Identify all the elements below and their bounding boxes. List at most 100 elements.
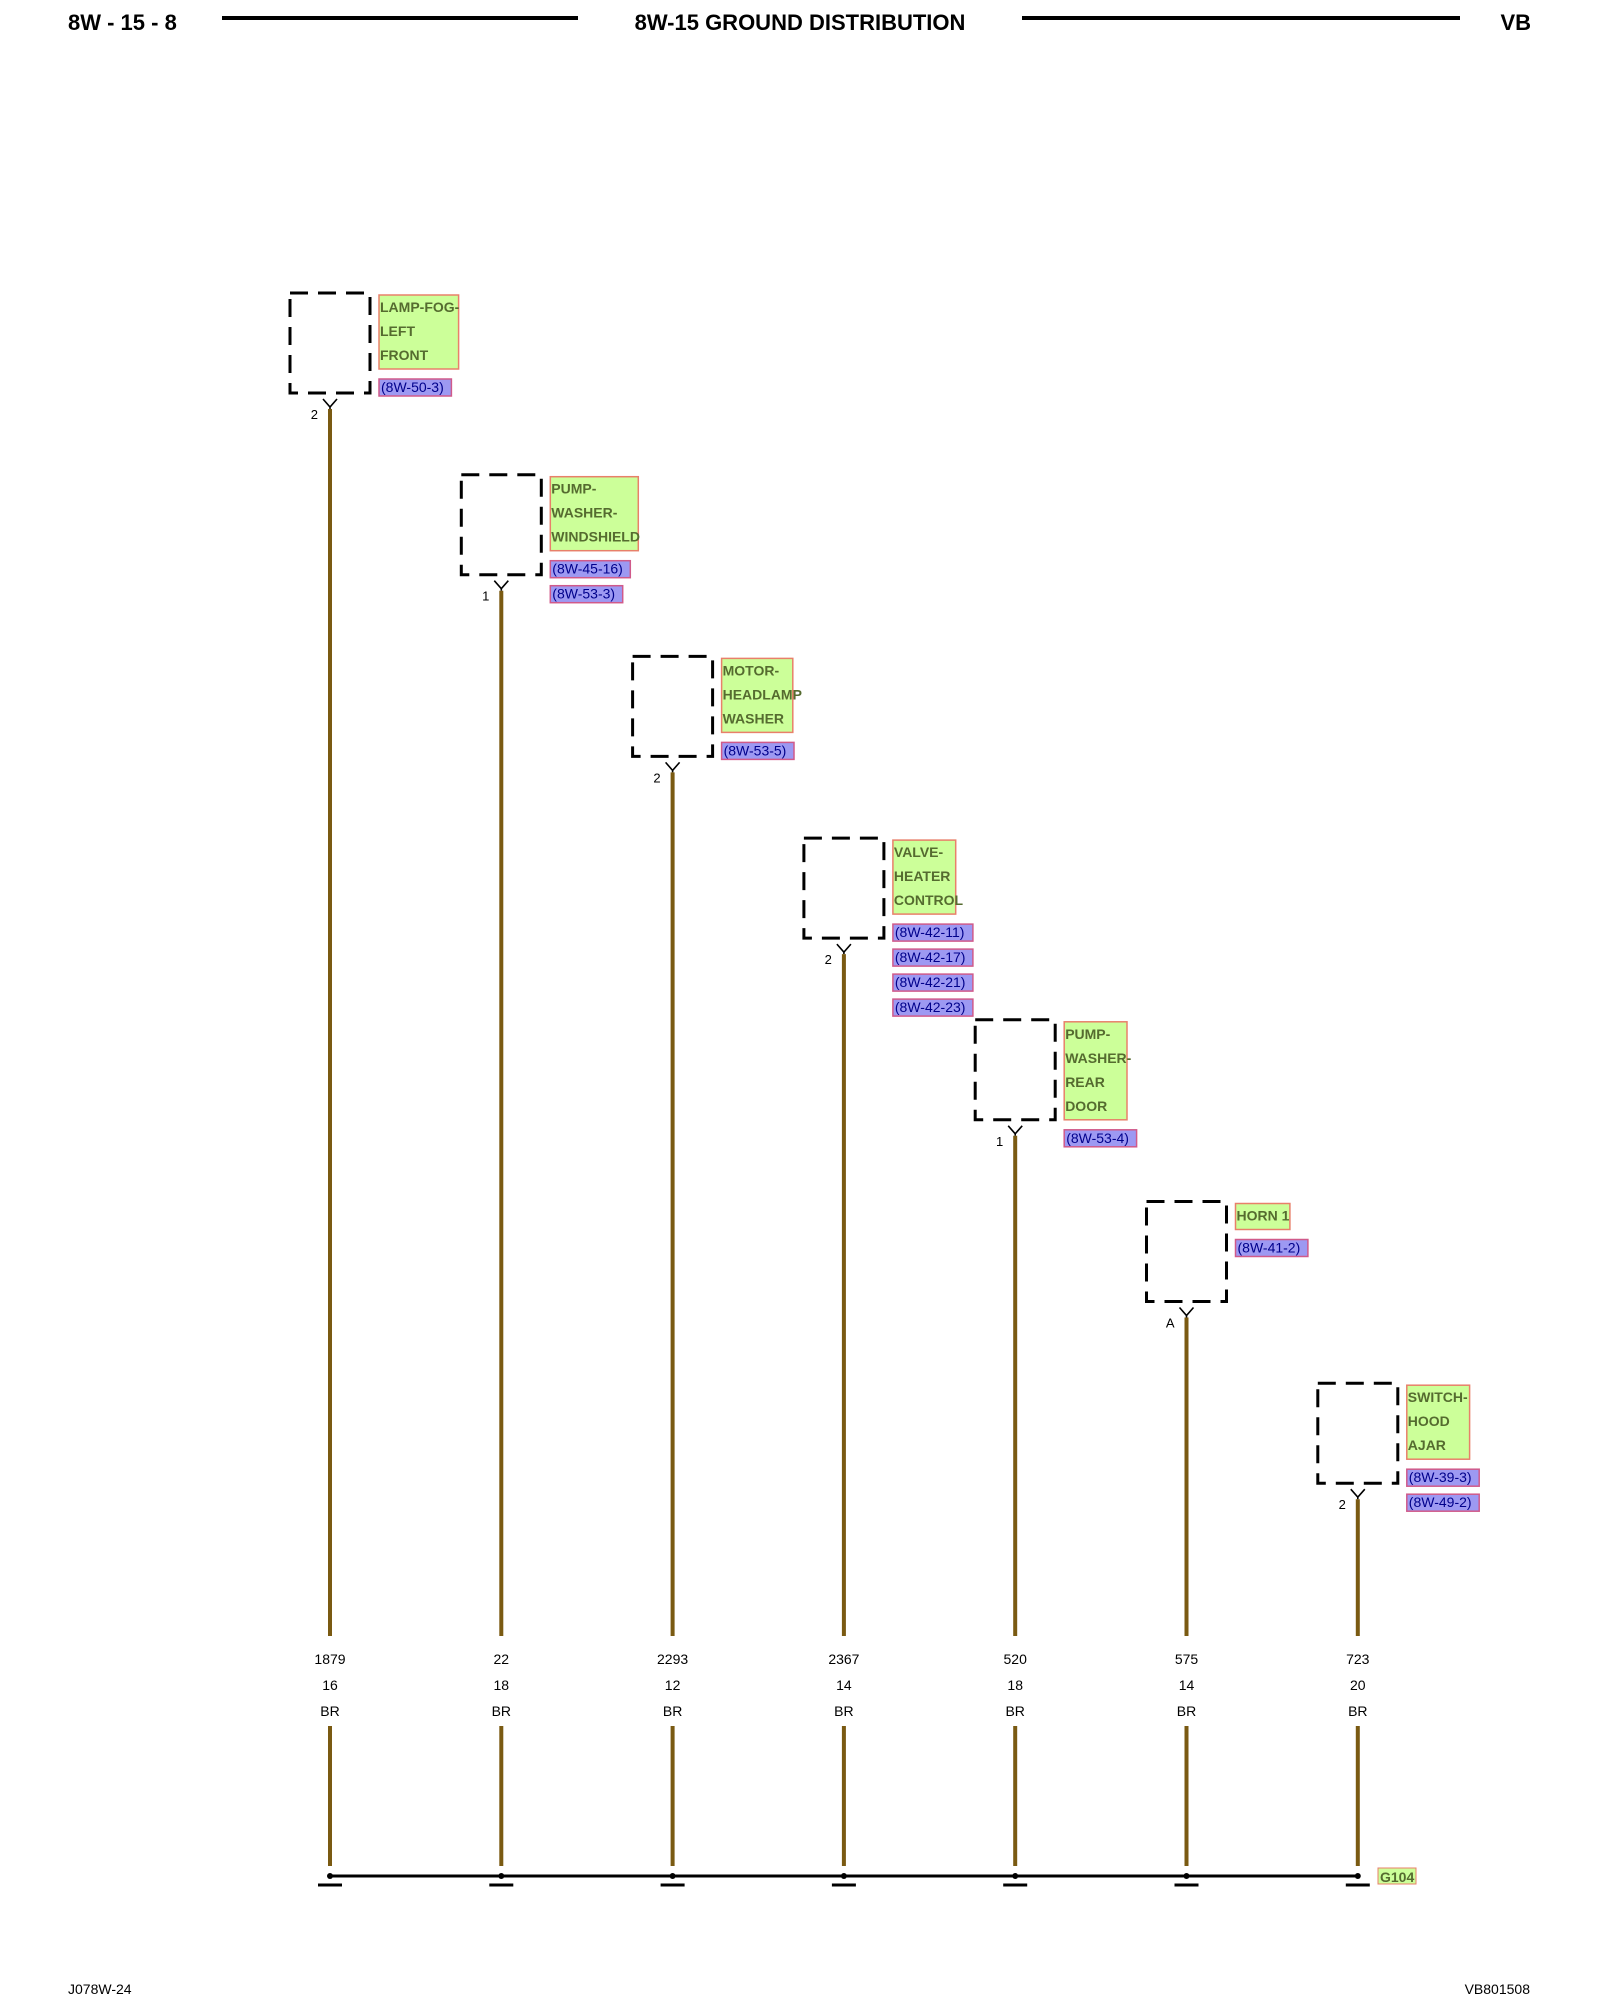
component-name-line: VALVE-	[894, 844, 944, 860]
component-2: 12218BRPUMP-WASHER-WINDSHIELD(8W-45-16)(…	[459, 473, 640, 1887]
wire-circuit: 1879	[314, 1651, 345, 1667]
page-title: 8W-15 GROUND DISTRIBUTION	[635, 10, 966, 35]
cross-reference-box	[1406, 1493, 1480, 1512]
pin-mark	[836, 943, 852, 955]
component-name-line: PUMP-	[1065, 1026, 1110, 1042]
pin-number: 1	[482, 589, 489, 604]
cross-reference-box	[1234, 1238, 1309, 1258]
cross-reference-box	[1406, 1468, 1480, 1487]
wire-color: BR	[1005, 1703, 1024, 1719]
vehicle-code: VB	[1500, 10, 1531, 35]
component-name-box	[549, 475, 640, 552]
wire-color: BR	[1348, 1703, 1367, 1719]
component-name-line: LEFT	[380, 323, 415, 339]
cross-reference-box	[892, 998, 974, 1017]
wire-circuit: 520	[1004, 1651, 1028, 1667]
component-name-line: CONTROL	[894, 892, 964, 908]
component-name-line: LAMP-FOG-	[380, 299, 460, 315]
component-name-line: WINDSHIELD	[551, 529, 640, 545]
connector-box	[802, 836, 886, 940]
pin-number: 2	[653, 770, 660, 785]
component-name-box	[892, 839, 957, 915]
cross-reference: (8W-49-2)	[1409, 1494, 1472, 1510]
cross-reference-box	[720, 741, 795, 761]
wire-circuit: 2293	[657, 1651, 688, 1667]
connector-box	[1145, 1200, 1228, 1303]
cross-reference-box	[892, 923, 974, 942]
cross-reference: (8W-53-4)	[1066, 1130, 1129, 1146]
sheet-code: VB801508	[1465, 1981, 1531, 1997]
wire-gauge: 18	[1007, 1677, 1023, 1693]
component-name-line: REAR	[1065, 1074, 1105, 1090]
connector-box	[631, 654, 715, 758]
cross-reference: (8W-50-3)	[381, 379, 444, 395]
component-name-line: WASHER	[723, 710, 784, 726]
connector-box	[459, 473, 543, 577]
ground-label-box	[1377, 1867, 1417, 1885]
ground-label: G104	[1380, 1869, 1414, 1885]
cross-reference-box	[549, 559, 632, 579]
pin-mark	[664, 761, 681, 773]
component-name-line: FRONT	[380, 347, 429, 363]
cross-reference: (8W-42-11)	[895, 924, 965, 940]
wire-color: BR	[1177, 1703, 1196, 1719]
component-name-line: HEATER	[894, 868, 951, 884]
pin-mark	[322, 398, 338, 409]
component-name-line: HEADLAMP	[723, 686, 802, 702]
cross-reference-box	[892, 948, 974, 967]
wire-color: BR	[492, 1703, 511, 1719]
component-name-box	[1406, 1384, 1471, 1460]
pin-number: A	[1166, 1316, 1175, 1331]
pin-number: 2	[825, 952, 832, 967]
cross-reference-box	[549, 584, 624, 604]
component-name-line: HORN 1	[1237, 1208, 1290, 1224]
wire-circuit: 22	[494, 1651, 510, 1667]
component-name-box	[1063, 1021, 1128, 1121]
connector-box	[1316, 1381, 1400, 1485]
pin-mark	[1007, 1125, 1023, 1136]
page-number: 8W - 15 - 8	[68, 10, 177, 35]
cross-reference-box	[378, 378, 453, 397]
ground-bus: G104	[330, 1867, 1417, 1885]
cross-reference-box	[892, 973, 974, 992]
cross-reference: (8W-42-21)	[895, 974, 966, 990]
component-name-line: WASHER-	[1065, 1050, 1131, 1066]
cross-reference: (8W-42-23)	[895, 999, 966, 1015]
component-name-line: WASHER-	[551, 505, 617, 521]
wire-gauge: 20	[1350, 1677, 1366, 1693]
page-footer: J078W-24 VB801508	[68, 1981, 1530, 1997]
cross-reference: (8W-42-17)	[895, 949, 966, 965]
wire-gauge: 12	[665, 1677, 681, 1693]
connector-box	[973, 1018, 1057, 1122]
wire-gauge: 18	[494, 1677, 510, 1693]
wire-circuit: 2367	[828, 1651, 859, 1667]
component-name-box	[1234, 1202, 1291, 1231]
pin-number: 2	[311, 407, 318, 422]
component-name-line: MOTOR-	[723, 662, 780, 678]
cross-reference-box	[1063, 1129, 1138, 1148]
pin-mark	[1178, 1306, 1195, 1318]
page-header: 8W - 15 - 8 8W-15 GROUND DISTRIBUTION VB	[68, 10, 1531, 35]
component-7: 272320BRSWITCH-HOODAJAR(8W-39-3)(8W-49-2…	[1316, 1381, 1480, 1887]
pin-number: 2	[1339, 1497, 1346, 1512]
pin-number: 1	[996, 1134, 1003, 1149]
component-name-box	[720, 657, 794, 734]
cross-reference: (8W-53-5)	[724, 742, 787, 758]
component-name-box	[378, 294, 460, 370]
wire-gauge: 14	[836, 1677, 852, 1693]
wire-color: BR	[834, 1703, 853, 1719]
component-name-line: PUMP-	[551, 481, 596, 497]
wire-circuit: 575	[1175, 1651, 1199, 1667]
wire-gauge: 16	[322, 1677, 338, 1693]
component-name-line: HOOD	[1408, 1413, 1450, 1429]
drawing-code: J078W-24	[68, 1981, 132, 1997]
cross-reference: (8W-41-2)	[1238, 1240, 1301, 1256]
wire-color: BR	[320, 1703, 339, 1719]
cross-reference: (8W-53-3)	[552, 586, 615, 602]
component-circuits: 2187916BRLAMP-FOG-LEFTFRONT(8W-50-3)1221…	[288, 291, 1480, 1887]
